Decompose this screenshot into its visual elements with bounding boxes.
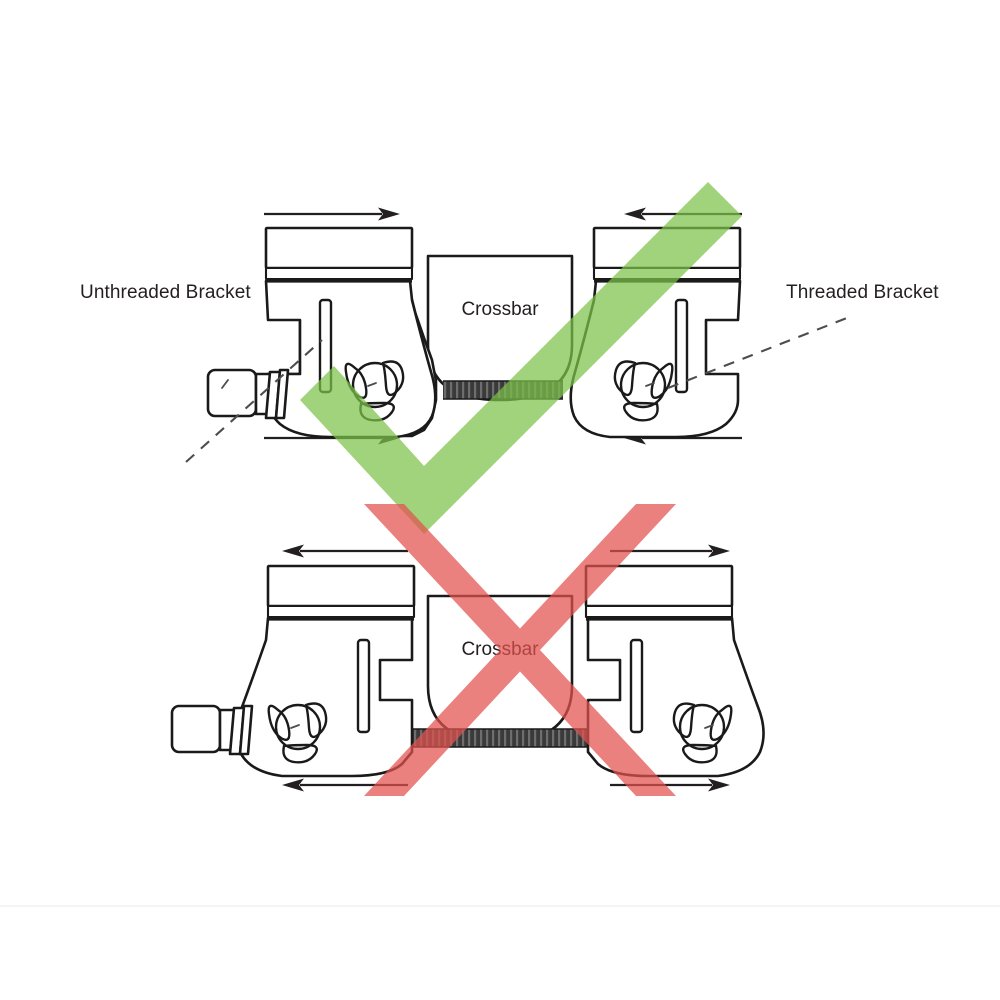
right-clamp-lobe-c-top: [623, 401, 659, 422]
right-clamp-lobe-c-bottom: [682, 743, 718, 764]
right-bracket-bottom-slot: [629, 638, 644, 734]
panel-correct-assembly: Crossbar: [80, 182, 939, 534]
right-clamp-lobe-b-bottom: [672, 702, 696, 739]
left-bolt-washer-b-top: [274, 368, 290, 420]
right-clamp-lobe-b-top: [613, 360, 637, 397]
left-bracket-top-cap: [264, 226, 414, 270]
arrowhead-bottom-left-upper: [282, 544, 304, 558]
cross-stroke-b: [364, 504, 676, 796]
left-bracket-bottom-cap: [266, 564, 416, 608]
left-bolt-washer-b-bottom: [238, 704, 254, 756]
left-clamp-hub-circle-bottom: [274, 703, 322, 751]
leader-line-threaded: [667, 315, 853, 389]
verdict-check-mark: [300, 182, 742, 534]
left-clamp-hub-circle-top: [351, 361, 399, 409]
leader-right-top: Threaded Bracket: [667, 282, 939, 389]
right-clamp-tick-top: [645, 382, 655, 387]
left-clamp-lobe-b-bottom: [304, 702, 328, 739]
leader-line-unthreaded: [185, 339, 323, 463]
left-clamp-lobe-a-bottom: [267, 704, 291, 741]
arrowhead-bottom-right-upper: [708, 544, 730, 558]
leader-left-top: Unthreaded Bracket: [80, 282, 323, 463]
panel-incorrect-assembly: Crossbar: [170, 504, 765, 796]
left-bolt-head-top: [206, 368, 258, 418]
right-clamp-lobe-a-bottom: [709, 704, 733, 741]
left-clamp-tick-bottom: [290, 724, 300, 729]
label-threaded-bracket: Threaded Bracket: [786, 282, 939, 303]
crossbar-top-label: Crossbar: [461, 299, 539, 320]
right-clamp-lobe-a-top: [650, 362, 674, 399]
arrowhead-top-left-upper: [378, 207, 400, 221]
left-bracket-top-shim: [264, 266, 414, 281]
verdict-cross-mark: [364, 504, 676, 796]
left-bracket-top: [206, 226, 438, 439]
right-bracket-bottom-shim: [584, 604, 734, 619]
left-bracket-bottom-clamp-hub: [267, 702, 328, 764]
arrowhead-top-right-upper: [624, 207, 646, 221]
label-unthreaded-bracket: Unthreaded Bracket: [80, 282, 251, 303]
left-clamp-lobe-b-top: [381, 360, 405, 397]
left-bracket-bottom-slot: [356, 638, 371, 734]
left-clamp-lobe-c-bottom: [282, 743, 318, 764]
left-bolt-head-bottom: [170, 704, 222, 754]
right-clamp-hub-circle-bottom: [678, 703, 726, 751]
arrow-group-bottom-left: [282, 544, 408, 792]
check-mark-shape: [300, 182, 742, 534]
left-bracket-top-bolt-assembly: [206, 368, 290, 420]
arrowhead-bottom-left-lower: [282, 778, 304, 792]
right-bracket-bottom-clamp-hub: [672, 702, 733, 764]
left-bracket-bottom-bolt-assembly: [170, 704, 254, 756]
right-bracket-top-slot: [674, 298, 689, 394]
right-bracket-bottom: [584, 564, 765, 778]
left-bracket-bottom-shim: [266, 604, 416, 619]
arrowhead-bottom-right-lower: [708, 778, 730, 792]
left-bolt-tick-top: [221, 379, 229, 389]
right-bracket-top-clamp-hub: [613, 360, 674, 422]
right-clamp-hub-circle-top: [619, 361, 667, 409]
left-clamp-tick-top: [367, 382, 377, 387]
right-clamp-tick-bottom: [704, 724, 714, 729]
left-bracket-bottom: [170, 564, 416, 778]
